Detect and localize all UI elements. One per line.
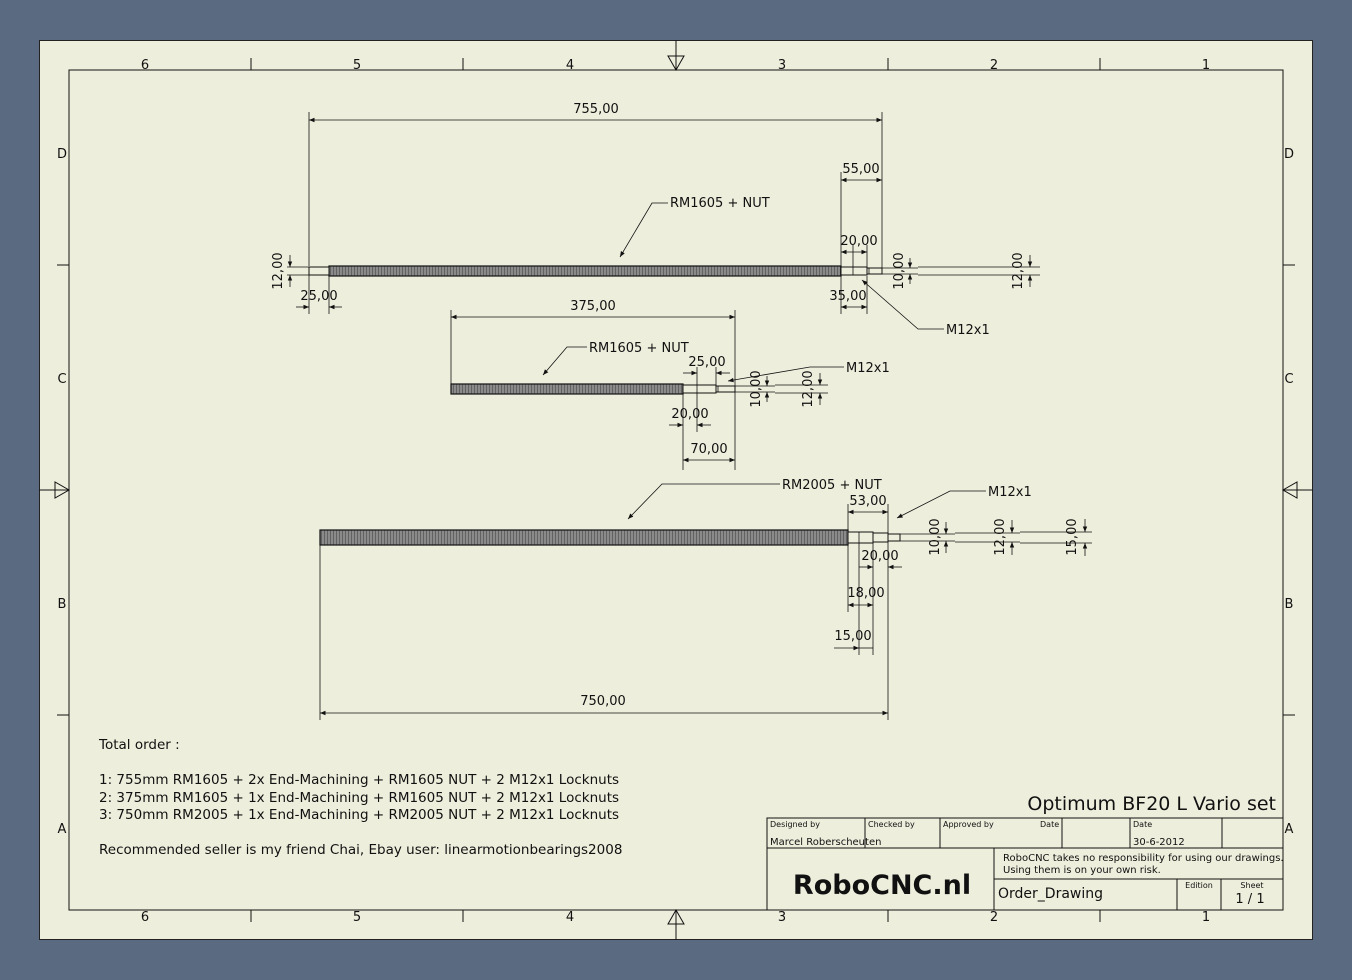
zone-col-bottom: 3 xyxy=(778,910,786,925)
dim-375: 375,00 xyxy=(570,299,616,314)
zone-row-right: A xyxy=(1285,822,1294,837)
spindle-1-thread xyxy=(328,265,842,277)
notes-line-3: 3: 750mm RM2005 + 1x End-Machining + RM2… xyxy=(99,807,619,823)
spindle-2-thread-m12 xyxy=(715,385,736,393)
spindle-2: 375,00 25,00 20,00 70,00 10,00 12,00 RM1… xyxy=(450,299,890,470)
dim-25-s2: 25,00 xyxy=(688,355,725,370)
edition-label: Edition xyxy=(1185,881,1213,890)
dim-12-left: 12,00 xyxy=(271,252,286,289)
dim-750: 750,00 xyxy=(580,694,626,709)
spindle-2-label: RM1605 + NUT xyxy=(589,341,689,356)
dim-10-s2: 10,00 xyxy=(749,370,764,407)
order-notes: Total order : 1: 755mm RM1605 + 2x End-M… xyxy=(98,737,622,858)
zone-col-top: 5 xyxy=(353,58,361,73)
spindle-3-thread-m12 xyxy=(887,533,901,542)
dim-12-right: 12,00 xyxy=(1011,252,1026,289)
zone-col-bottom: 2 xyxy=(990,910,998,925)
zone-ticks xyxy=(39,40,1313,940)
dim-35: 35,00 xyxy=(829,289,866,304)
approved-date-label: Date xyxy=(1040,820,1059,829)
notes-heading: Total order : xyxy=(98,737,180,753)
dim-18: 18,00 xyxy=(847,586,884,601)
zone-col-top: 4 xyxy=(566,58,574,73)
zone-row-left: C xyxy=(57,372,66,387)
zone-col-top: 6 xyxy=(141,58,149,73)
title-block: Optimum BF20 L Vario set Designed by Mar… xyxy=(766,793,1284,911)
checked-by-label: Checked by xyxy=(868,820,915,829)
spindle-1-label: RM1605 + NUT xyxy=(670,196,770,211)
designed-by-label: Designed by xyxy=(770,820,820,829)
dim-15: 15,00 xyxy=(834,629,871,644)
zone-row-right: B xyxy=(1285,597,1294,612)
spindle-1-thread-m12 xyxy=(866,267,883,275)
drawing-title: Optimum BF20 L Vario set xyxy=(1027,793,1276,815)
dim-20-s3: 20,00 xyxy=(861,549,898,564)
zone-col-bottom: 1 xyxy=(1202,910,1210,925)
dim-70: 70,00 xyxy=(690,442,727,457)
zone-col-top: 3 xyxy=(778,58,786,73)
spindle-3-nut-seat xyxy=(872,532,889,543)
spindle-1-right-end xyxy=(840,266,868,276)
spindle-3-end xyxy=(847,531,874,544)
approved-by-label: Approved by xyxy=(943,820,994,829)
dim-10-s3: 10,00 xyxy=(928,518,943,555)
notes-line-2: 2: 375mm RM1605 + 1x End-Machining + RM1… xyxy=(99,790,619,806)
zone-col-top: 2 xyxy=(990,58,998,73)
dim-12-s2: 12,00 xyxy=(801,370,816,407)
dim-53: 53,00 xyxy=(849,494,886,509)
spindle-2-end xyxy=(682,384,717,394)
company-logo-text: RoboCNC.nl xyxy=(793,870,971,901)
dim-12-s3: 12,00 xyxy=(993,518,1008,555)
dim-25: 25,00 xyxy=(300,289,337,304)
disclaimer-line-2: Using them is on your own risk. xyxy=(1003,865,1161,876)
zone-row-left: D xyxy=(57,147,67,162)
designed-by-value: Marcel Roberscheuten xyxy=(770,837,881,848)
spindle-2-thread xyxy=(450,383,684,395)
dim-15-s3: 15,00 xyxy=(1065,518,1080,555)
spindle-2-m12-label: M12x1 xyxy=(846,361,890,376)
sheet-value: 1 / 1 xyxy=(1235,892,1264,907)
sheet-label: Sheet xyxy=(1240,881,1263,890)
dim-10: 10,00 xyxy=(892,252,907,289)
drawing-sheet xyxy=(39,40,1313,940)
zone-row-left: A xyxy=(58,822,67,837)
dim-20-s2: 20,00 xyxy=(671,407,708,422)
spindle-3-label: RM2005 + NUT xyxy=(782,478,882,493)
dim-755: 755,00 xyxy=(573,102,619,117)
spindle-1-m12-label: M12x1 xyxy=(946,323,990,338)
zone-col-bottom: 5 xyxy=(353,910,361,925)
zone-col-bottom: 6 xyxy=(141,910,149,925)
zone-col-top: 1 xyxy=(1202,58,1210,73)
notes-line-1: 1: 755mm RM1605 + 2x End-Machining + RM1… xyxy=(99,772,619,788)
spindle-3: 53,00 20,00 18,00 15,00 750,00 10,00 12,… xyxy=(319,478,1092,720)
date-label: Date xyxy=(1133,820,1152,829)
date-value: 30-6-2012 xyxy=(1133,837,1185,848)
spindle-3-m12-label: M12x1 xyxy=(988,485,1032,500)
disclaimer-line-1: RoboCNC takes no responsibility for usin… xyxy=(1003,853,1284,864)
zone-row-left: B xyxy=(58,597,67,612)
zone-col-bottom: 4 xyxy=(566,910,574,925)
spindle-1-left-end xyxy=(308,266,330,276)
dim-55: 55,00 xyxy=(842,162,879,177)
zone-row-right: C xyxy=(1284,372,1293,387)
zone-row-right: D xyxy=(1284,147,1294,162)
spindle-3-thread xyxy=(319,529,849,546)
drawing-name: Order_Drawing xyxy=(998,886,1103,902)
notes-seller: Recommended seller is my friend Chai, Eb… xyxy=(99,842,622,858)
dim-20: 20,00 xyxy=(840,234,877,249)
spindle-1: 755,00 55,00 20,00 12,00 25,00 35,00 10,… xyxy=(271,102,1040,338)
